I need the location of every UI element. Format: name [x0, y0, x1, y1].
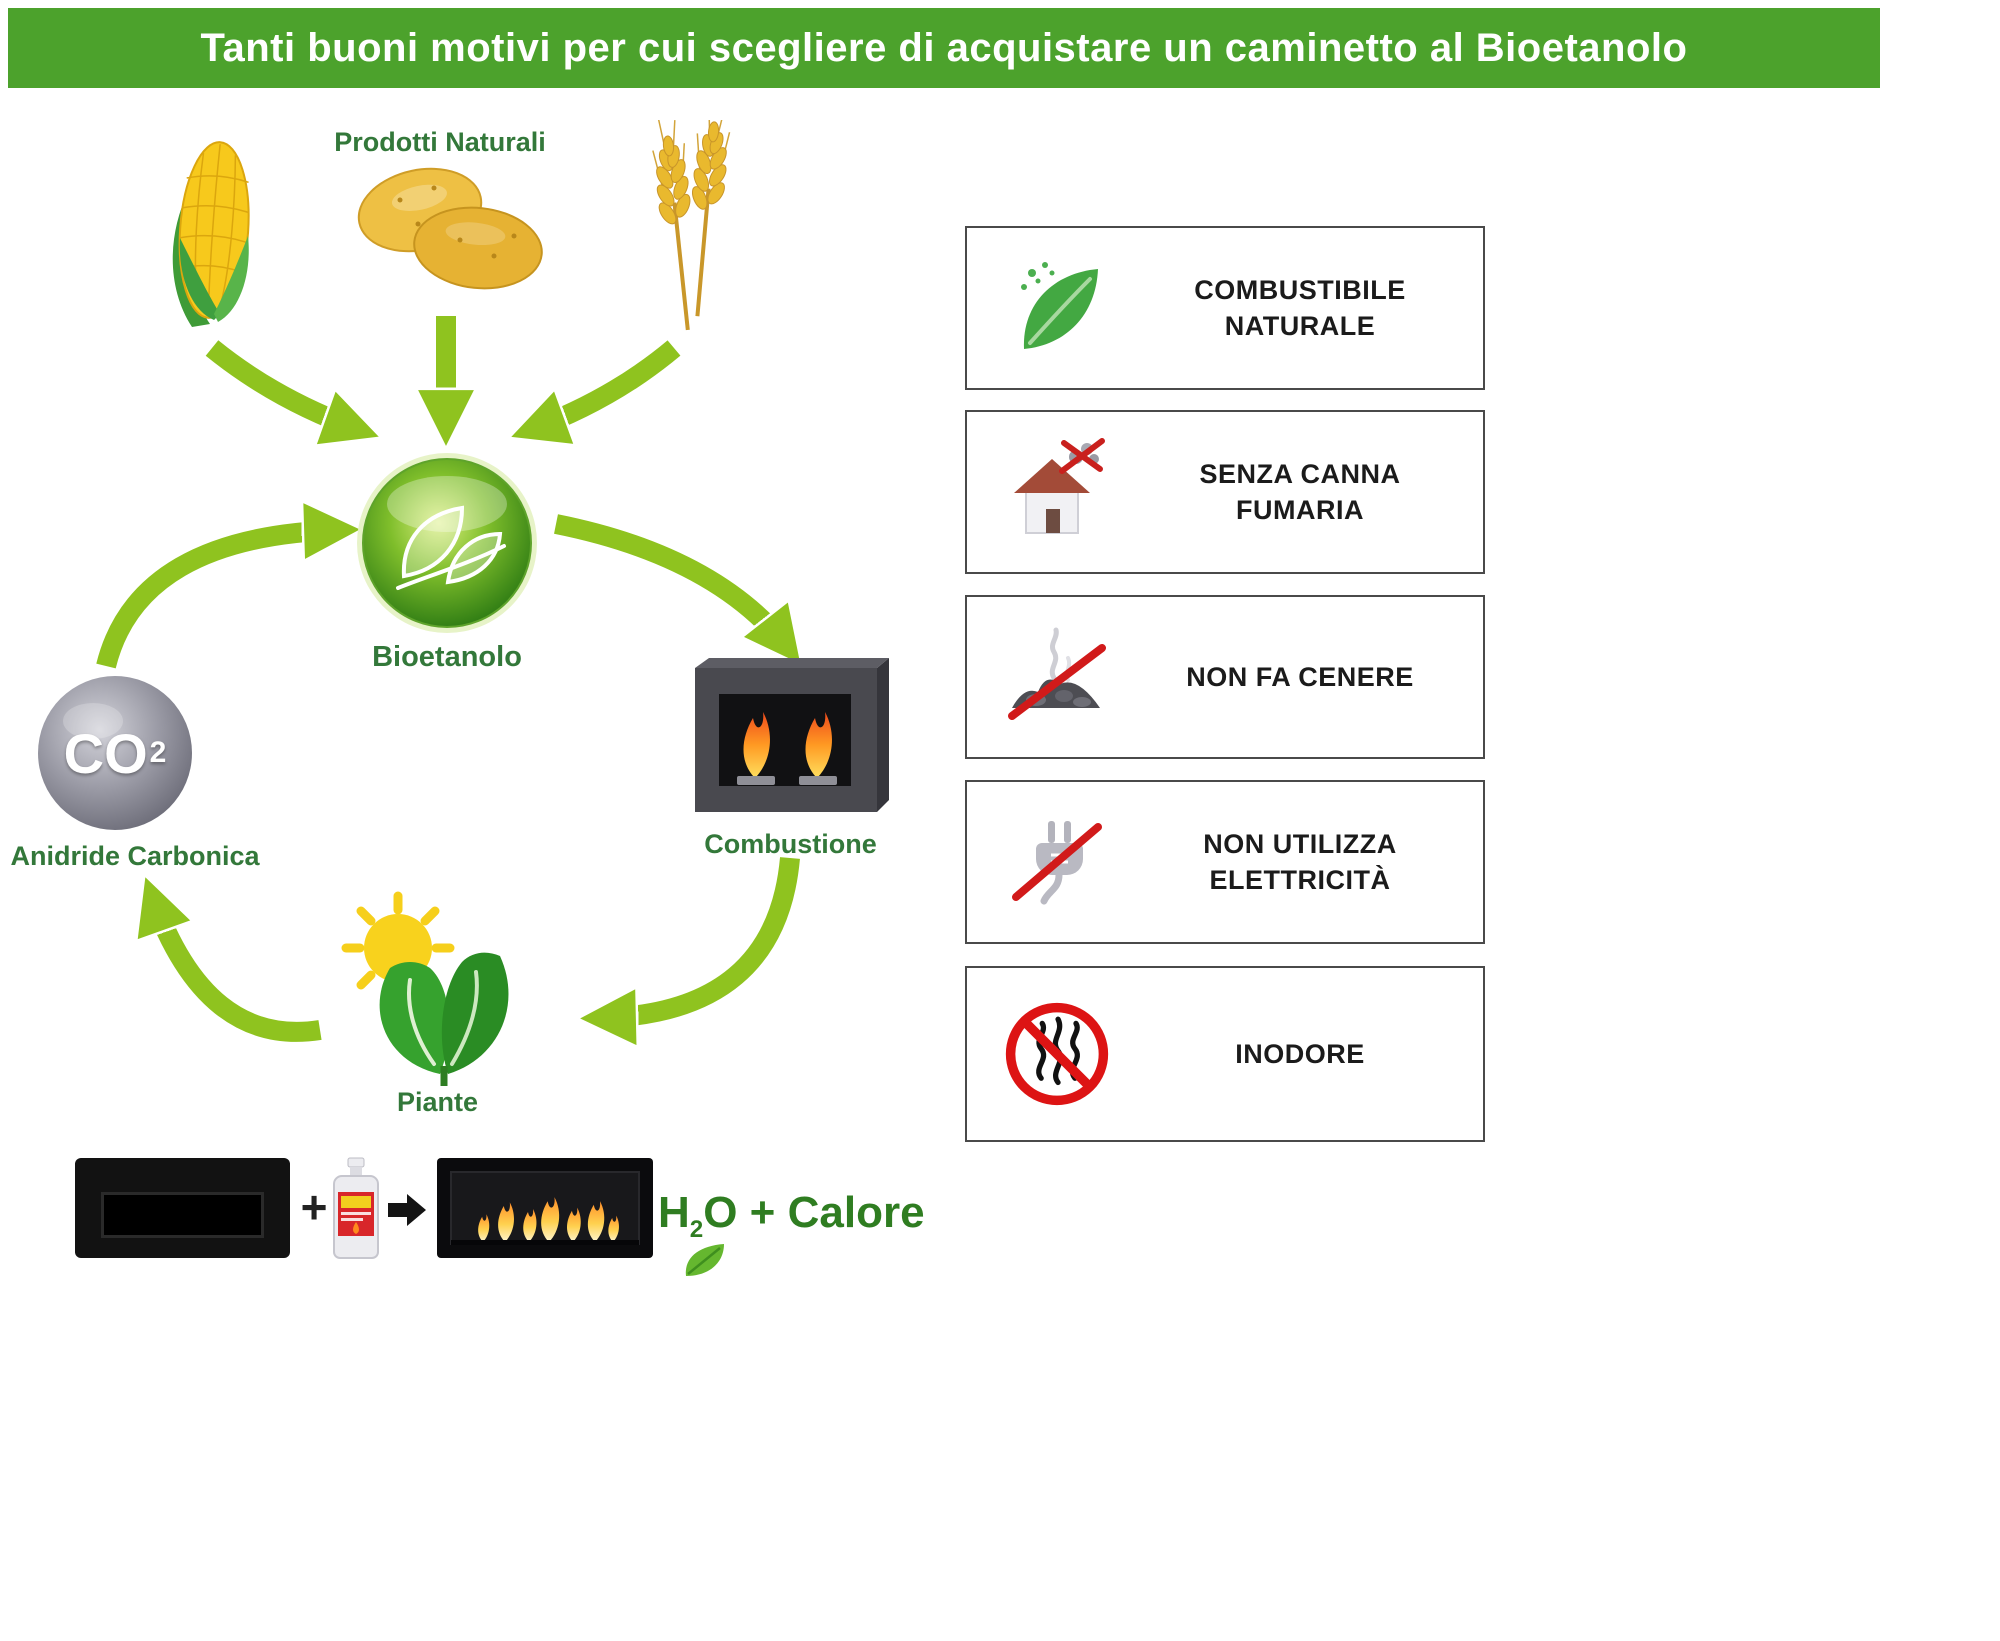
no-ash-icon — [967, 622, 1147, 732]
no-electricity-icon — [967, 807, 1147, 917]
bioethanol-label: Bioetanolo — [372, 641, 522, 673]
benefit-card-odorless: INODORE — [965, 966, 1485, 1142]
co2-sphere-icon — [38, 676, 192, 830]
plus-sign: + — [300, 1181, 328, 1233]
benefit-card-natural-fuel: COMBUSTIBILE NATURALE — [965, 226, 1485, 390]
header-banner: Tanti buoni motivi per cui scegliere di … — [8, 8, 1880, 88]
cycle-arrows — [91, 301, 960, 1300]
potatoes-icon — [357, 167, 543, 290]
wheat-icon — [652, 120, 731, 331]
no-flue-icon — [967, 437, 1147, 547]
products-label: Prodotti Naturali — [334, 127, 546, 157]
benefit-label: COMBUSTIBILE NATURALE — [1194, 274, 1406, 341]
fireplace-icon — [695, 658, 889, 812]
benefit-label: NON FA CENERE — [1186, 661, 1414, 692]
h2o-calore-label: H2O + Calore — [658, 1188, 925, 1243]
corn-icon — [172, 141, 250, 327]
combustion-label: Combustione — [704, 829, 877, 859]
natural-fuel-icon — [967, 253, 1147, 363]
arrow-right-icon — [388, 1194, 426, 1226]
empty-fireplace-icon — [75, 1158, 290, 1258]
plant-sun-icon — [341, 891, 509, 1087]
leaf-icon — [685, 1244, 724, 1276]
fireplace-burner-slot — [101, 1192, 264, 1238]
page-title: Tanti buoni motivi per cui scegliere di … — [200, 25, 1688, 70]
burning-fireplace-icon — [437, 1158, 653, 1258]
co2-label: Anidride Carbonica — [10, 841, 260, 871]
benefit-card-no-ash: NON FA CENERE — [965, 595, 1485, 759]
no-odor-icon — [967, 996, 1147, 1112]
benefit-card-no-flue: SENZA CANNA FUMARIA — [965, 410, 1485, 574]
benefit-label: NON UTILIZZA ELETTRICITÀ — [1203, 828, 1397, 895]
fuel-bottle-icon — [333, 1157, 379, 1259]
plants-label: Piante — [396, 1087, 479, 1117]
benefit-label: SENZA CANNA FUMARIA — [1199, 458, 1401, 525]
benefit-label: INODORE — [1235, 1038, 1365, 1069]
benefit-card-no-electricity: NON UTILIZZA ELETTRICITÀ — [965, 780, 1485, 944]
bioethanol-badge-icon — [357, 453, 537, 633]
